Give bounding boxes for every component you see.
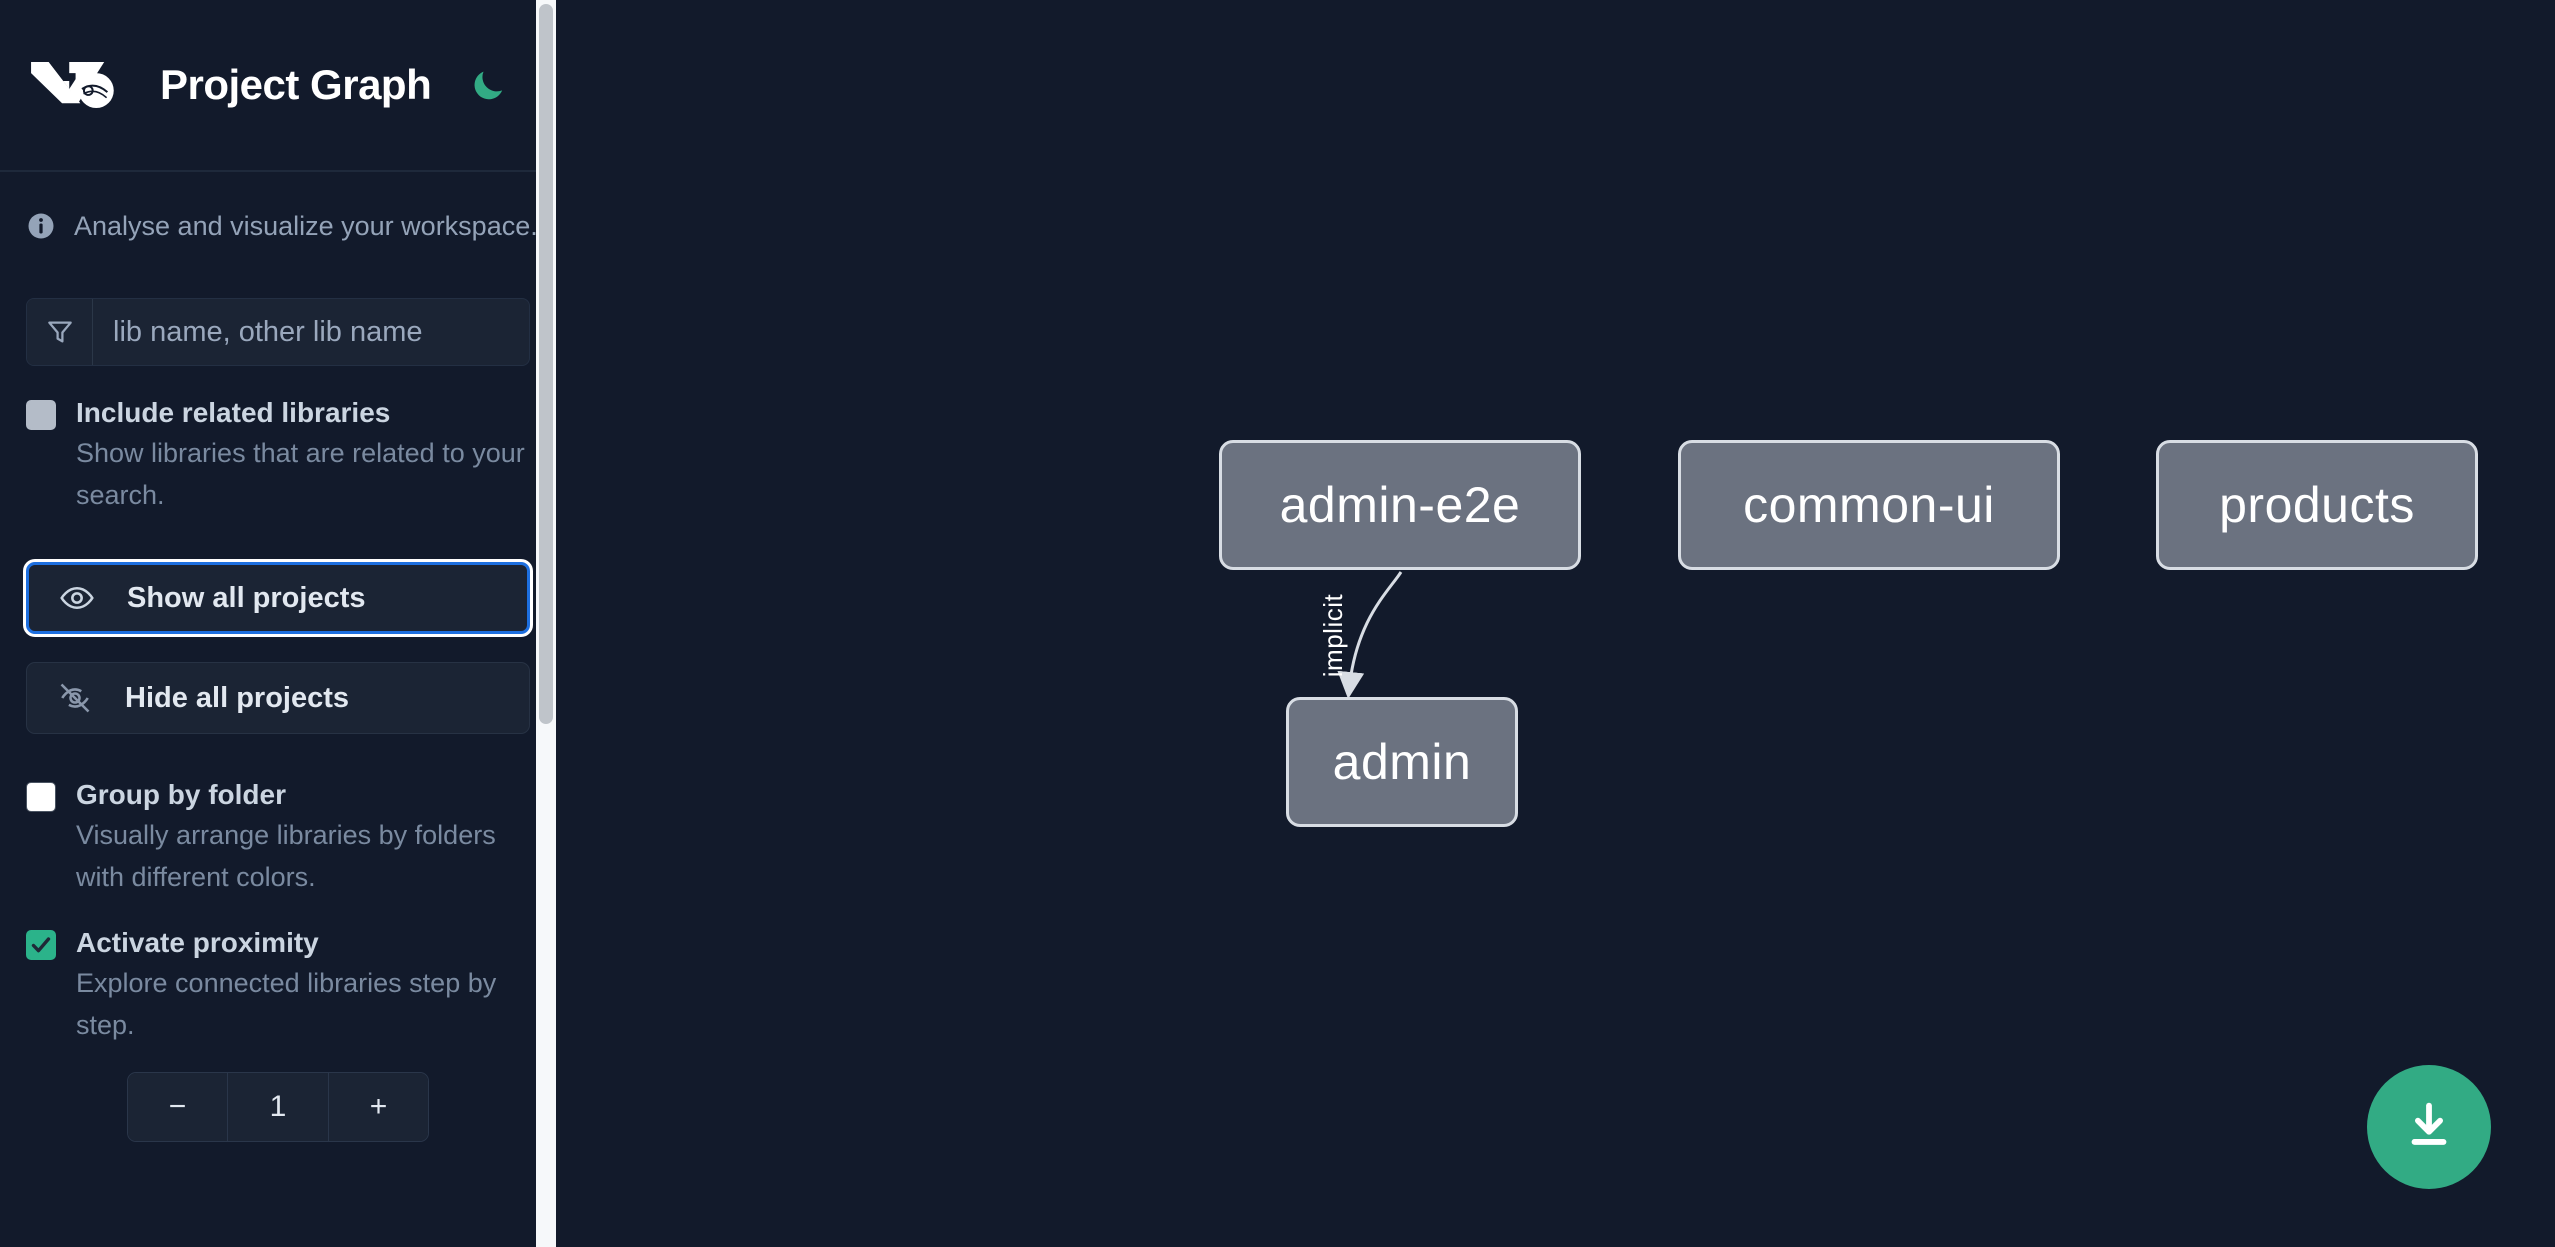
show-all-block: Show all projects	[0, 562, 556, 634]
workspace-subtitle: Analyse and visualize your workspace.	[0, 172, 556, 280]
page-title: Project Graph	[160, 61, 432, 108]
include-related-libraries-checkbox[interactable]	[26, 400, 56, 430]
option-activate-proximity[interactable]: Activate proximity Explore connected lib…	[0, 898, 556, 1046]
option-description: Visually arrange libraries by folders wi…	[76, 820, 496, 892]
eye-icon	[59, 580, 99, 616]
option-body: Activate proximity Explore connected lib…	[76, 924, 530, 1046]
search-input[interactable]	[93, 299, 529, 365]
proximity-increment-button[interactable]: +	[328, 1073, 428, 1141]
sidebar-scrollbar-thumb[interactable]	[539, 4, 553, 724]
download-icon	[2400, 1096, 2458, 1159]
group-by-folder-checkbox[interactable]	[26, 782, 56, 812]
download-graph-button[interactable]	[2367, 1065, 2491, 1189]
graph-node-products[interactable]: products	[2156, 440, 2478, 570]
graph-canvas[interactable]: admin-e2e common-ui products store-e2e a…	[556, 0, 2555, 1247]
option-title: Activate proximity	[76, 927, 319, 958]
graph-node-common-ui[interactable]: common-ui	[1678, 440, 2060, 570]
option-body: Group by folder Visually arrange librari…	[76, 776, 530, 898]
option-body: Include related libraries Show libraries…	[76, 394, 530, 516]
nx-logo-icon	[26, 54, 122, 116]
proximity-stepper-wrap: − 1 +	[0, 1046, 556, 1142]
sidebar-scroll-area: Project Graph Analyse and visualize your…	[0, 0, 556, 1247]
proximity-stepper[interactable]: − 1 +	[127, 1072, 429, 1142]
eye-off-icon	[57, 680, 97, 716]
subtitle-text: Analyse and visualize your workspace.	[74, 210, 538, 241]
graph-edges	[1337, 571, 1403, 699]
moon-icon[interactable]	[465, 62, 511, 108]
option-include-related-libraries[interactable]: Include related libraries Show libraries…	[0, 366, 556, 516]
sidebar-scrollbar[interactable]	[536, 0, 556, 1247]
sidebar-header: Project Graph	[0, 0, 556, 172]
option-group-by-folder[interactable]: Group by folder Visually arrange librari…	[0, 734, 556, 898]
show-all-projects-button[interactable]: Show all projects	[26, 562, 530, 634]
option-description: Explore connected libraries step by step…	[76, 968, 497, 1040]
option-description: Show libraries that are related to your …	[76, 438, 525, 510]
option-title: Group by folder	[76, 779, 286, 810]
option-title: Include related libraries	[76, 397, 391, 428]
hide-all-projects-label: Hide all projects	[125, 681, 350, 714]
sidebar: Project Graph Analyse and visualize your…	[0, 0, 556, 1247]
info-icon	[26, 211, 56, 241]
hide-all-block: Hide all projects	[0, 662, 556, 734]
graph-node-admin-e2e[interactable]: admin-e2e	[1219, 440, 1581, 570]
edge-admin-e2e-admin	[1337, 571, 1403, 699]
proximity-decrement-button[interactable]: −	[128, 1073, 228, 1141]
filter-field[interactable]	[26, 298, 530, 366]
hide-all-projects-button[interactable]: Hide all projects	[26, 662, 530, 734]
activate-proximity-checkbox[interactable]	[26, 930, 56, 960]
funnel-icon	[27, 299, 93, 365]
proximity-value: 1	[228, 1073, 328, 1141]
graph-node-admin[interactable]: admin	[1286, 697, 1518, 827]
edge-label-implicit-admin: implicit	[1318, 593, 1349, 678]
show-all-projects-label: Show all projects	[127, 581, 366, 614]
